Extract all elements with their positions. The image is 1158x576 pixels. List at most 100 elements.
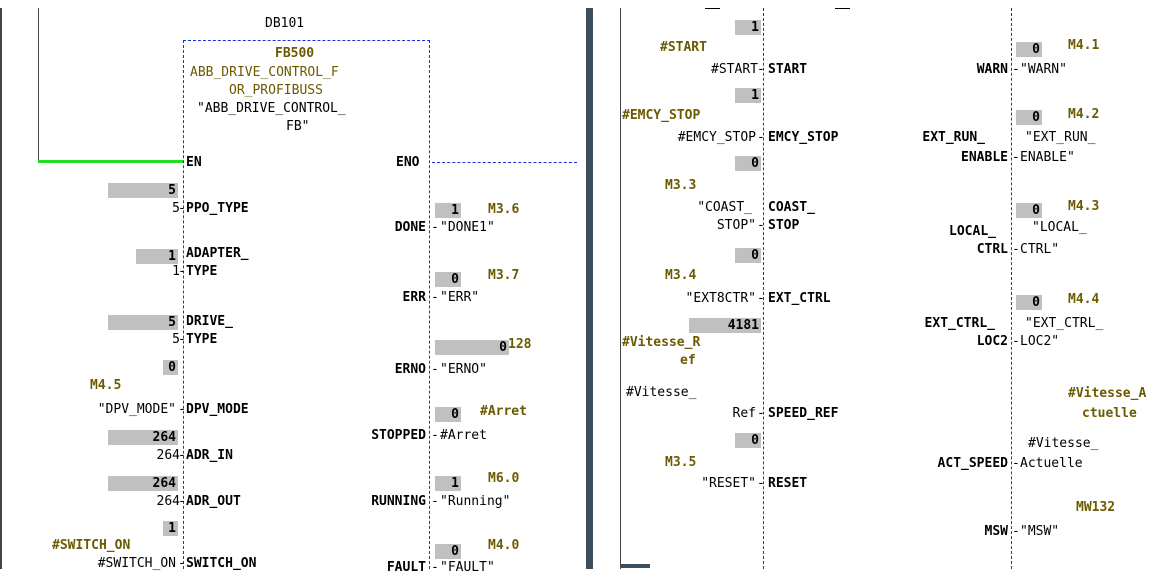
param-reset[interactable]: "RESET" <box>701 476 756 491</box>
param-warn[interactable]: "WARN" <box>1020 62 1067 77</box>
param-coast-stop-line1[interactable]: "COAST_ <box>697 200 752 215</box>
pin-reset: RESET <box>768 476 808 491</box>
pin-coast-stop-line1: COAST_ <box>768 200 815 215</box>
param-ext-run-enable-line2[interactable]: ENABLE" <box>1020 150 1075 165</box>
status-value: 0 <box>435 272 461 287</box>
pin-msw: MSW <box>984 524 1008 539</box>
fb-symbol-line1: "ABB_DRIVE_CONTROL_ <box>197 101 346 116</box>
address-speed-ref-line2: ef <box>680 353 696 368</box>
right-power-rail <box>620 8 621 569</box>
address-fault: M4.0 <box>488 538 520 553</box>
pane-splitter[interactable] <box>586 8 593 569</box>
param-act-speed-line1[interactable]: #Vitesse_ <box>1028 436 1099 451</box>
pin-fault: FAULT <box>386 560 426 575</box>
status-value: 1 <box>136 249 178 264</box>
pin-adapter-type-line2: TYPE <box>186 264 218 279</box>
fb-name-line2: OR_PROFIBUSS <box>229 83 323 98</box>
address-err: M3.7 <box>488 268 520 283</box>
param-msw[interactable]: "MSW" <box>1020 524 1060 539</box>
address-warn: M4.1 <box>1068 38 1100 53</box>
param-err[interactable]: "ERR" <box>440 290 480 305</box>
param-act-speed-line2[interactable]: Actuelle <box>1020 456 1083 471</box>
fb-box-right-border <box>1011 8 1012 569</box>
address-msw: MW132 <box>1076 500 1116 515</box>
status-value: 1 <box>163 521 178 536</box>
param-switch-on[interactable]: #SWITCH_ON <box>97 556 176 571</box>
en-pin: EN <box>186 155 202 170</box>
fb-box-left-border <box>763 8 764 569</box>
status-value: 0 <box>735 433 761 448</box>
param-coast-stop-line2[interactable]: STOP" <box>716 218 756 233</box>
address-stopped: #Arret <box>480 404 527 419</box>
param-ext-ctrl-loc2-line2[interactable]: LOC2" <box>1020 334 1060 349</box>
scroll-indicator[interactable] <box>620 564 650 568</box>
param-fault[interactable]: "FAULT" <box>440 560 495 575</box>
pin-adr-in: ADR_IN <box>186 448 233 463</box>
address-local-ctrl: M4.3 <box>1068 199 1100 214</box>
param-stopped[interactable]: #Arret <box>440 428 487 443</box>
left-pane-border <box>0 8 2 569</box>
pin-ext-ctrl-loc2-line2: LOC2 <box>976 334 1008 349</box>
status-value: 0 <box>163 360 178 375</box>
address-dpv-mode: M4.5 <box>90 378 122 393</box>
status-value: 0 <box>735 156 761 171</box>
status-value: 0 <box>1016 203 1042 218</box>
status-value: 4181 <box>689 318 761 333</box>
param-running[interactable]: "Running" <box>440 494 511 509</box>
pin-done: DONE <box>394 220 426 235</box>
pin-ext-run-enable-line2: ENABLE <box>961 150 1008 165</box>
pin-ext-ctrl: EXT_CTRL <box>768 291 831 306</box>
param-speed-ref-line2[interactable]: Ref <box>732 406 756 421</box>
fb-number[interactable]: FB500 <box>275 46 315 61</box>
param-ppo-type[interactable]: 5 <box>172 201 180 216</box>
eno-output-wire <box>432 162 577 163</box>
param-erno[interactable]: "ERNO" <box>440 362 487 377</box>
status-value: 0 <box>735 248 761 263</box>
pin-running: RUNNING <box>371 494 426 509</box>
pin-stopped: STOPPED <box>371 428 426 443</box>
status-value: 0 <box>1016 42 1042 57</box>
pin-coast-stop-line2: STOP <box>768 218 800 233</box>
fb-name-line1: ABB_DRIVE_CONTROL_F <box>190 65 339 80</box>
param-local-ctrl-line1[interactable]: "LOCAL_ <box>1032 220 1087 235</box>
pin-dpv-mode: DPV_MODE <box>186 402 249 417</box>
address-ext-run-enable: M4.2 <box>1068 107 1100 122</box>
address-start: #START <box>660 40 707 55</box>
pin-local-ctrl-line1: LOCAL_ <box>949 224 996 239</box>
param-ext-ctrl[interactable]: "EXT8CTR" <box>685 291 756 306</box>
param-start[interactable]: #START <box>711 62 758 77</box>
status-value: 1 <box>735 20 761 35</box>
fb-box-right-border <box>429 40 430 569</box>
fb-symbol-line2: FB" <box>286 119 310 134</box>
address-ext-ctrl: M3.4 <box>665 268 697 283</box>
param-ext-ctrl-loc2-line1[interactable]: "EXT_CTRL_ <box>1025 316 1104 331</box>
pin-adr-out: ADR_OUT <box>186 494 241 509</box>
address-act-speed-line1: #Vitesse_A <box>1068 386 1147 401</box>
address-reset: M3.5 <box>665 455 697 470</box>
param-adr-out[interactable]: 264 <box>156 494 180 509</box>
address-erno: 128 <box>508 337 532 352</box>
address-coast-stop: M3.3 <box>665 178 697 193</box>
param-speed-ref-line1[interactable]: #Vitesse_ <box>626 385 697 400</box>
instance-db-label[interactable]: DB101 <box>265 16 305 31</box>
fb-box-top-border <box>183 40 430 41</box>
pin-drive-type-line2: TYPE <box>186 332 218 347</box>
address-switch-on: #SWITCH_ON <box>52 538 131 553</box>
param-dpv-mode[interactable]: "DPV_MODE" <box>97 402 176 417</box>
address-done: M3.6 <box>488 202 520 217</box>
pin-ext-run-enable-line1: EXT_RUN_ <box>922 130 985 145</box>
param-ext-run-enable-line1[interactable]: "EXT_RUN_ <box>1025 130 1096 145</box>
left-power-rail <box>38 8 39 163</box>
pin-ppo-type: PPO_TYPE <box>186 201 249 216</box>
param-done[interactable]: "DONE1" <box>440 220 495 235</box>
param-local-ctrl-line2[interactable]: CTRL" <box>1020 242 1060 257</box>
address-running: M6.0 <box>488 471 520 486</box>
param-adapter-type[interactable]: 1 <box>172 264 180 279</box>
address-ext-ctrl-loc2: M4.4 <box>1068 292 1100 307</box>
address-emcy-stop: #EMCY_STOP <box>622 108 701 123</box>
param-emcy-stop[interactable]: #EMCY_STOP <box>677 130 756 145</box>
param-drive-type[interactable]: 5 <box>172 332 180 347</box>
status-value: 0 <box>1016 295 1042 310</box>
param-adr-in[interactable]: 264 <box>156 448 180 463</box>
pin-ext-ctrl-loc2-line1: EXT_CTRL_ <box>924 316 995 331</box>
